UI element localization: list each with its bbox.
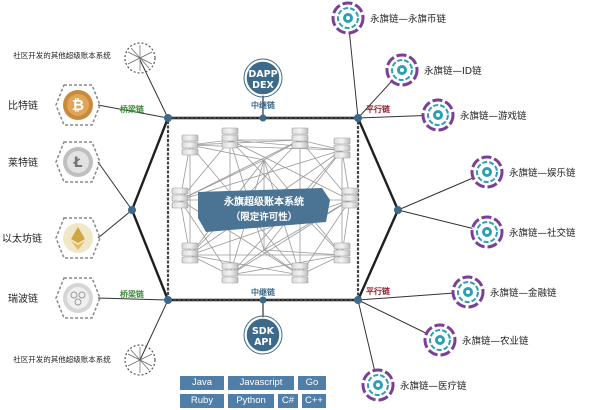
vertex-dots (128, 114, 402, 304)
server-stack-icon (221, 262, 239, 284)
server-stacks (171, 127, 359, 284)
left-links (97, 59, 169, 361)
chain-node-icon (421, 98, 455, 132)
chain-node-icon (451, 275, 485, 309)
right-chain-nodes (331, 1, 504, 402)
parallel-bottom-label: 平行链 (366, 286, 391, 296)
server-stack-icon (291, 127, 309, 149)
chain-node-icon (361, 368, 395, 402)
community-gear-top-icon (124, 42, 156, 74)
bridge-bottom-label: 桥梁链 (120, 289, 145, 299)
bottom-hub-line2: API (254, 337, 272, 348)
left-chain-label: 瑞波链 (8, 292, 38, 305)
right-chain-label: 永旗链—农业链 (462, 335, 529, 347)
left-chain-label: 莱特链 (8, 156, 38, 169)
right-chain-label: 永旗链—社交链 (509, 227, 576, 239)
right-chain-label: 永旗链—游戏链 (460, 110, 527, 122)
server-stack-icon (291, 262, 309, 284)
ripple-node-icon (55, 277, 101, 319)
left-chain-label: 比特链 (8, 99, 38, 112)
right-links (347, 17, 488, 386)
lang-java: Java (180, 376, 224, 390)
bridge-top-label: 桥梁链 (120, 104, 145, 114)
server-stack-icon (221, 127, 239, 149)
chain-node-icon (470, 215, 504, 249)
relay-top-label: 中继链 (251, 100, 276, 110)
right-chain-label: 永旗链—永旗币链 (370, 13, 447, 25)
chain-node-icon (423, 323, 457, 357)
bitcoin-node-icon: ₿ (55, 84, 101, 126)
community-bottom-label: 社区开发的其他超级账本系统 (13, 354, 111, 364)
right-chain-label: 永旗链—娱乐链 (509, 167, 576, 179)
server-stack-icon (333, 242, 351, 264)
server-stack-icon (333, 137, 351, 159)
server-stack-icon (181, 134, 199, 156)
ethereum-node-icon (55, 217, 101, 259)
top-hub-line2: DEX (252, 80, 274, 91)
right-chain-label: 永旗链—ID链 (424, 65, 482, 77)
litecoin-node-icon: Ł (55, 141, 101, 183)
left-chain-label: 以太坊链 (2, 232, 42, 245)
lang-ruby: Ruby (180, 394, 224, 408)
community-top-label: 社区开发的其他超级账本系统 (13, 50, 111, 60)
dapp-dex-hub (243, 58, 283, 98)
right-chain-label: 永旗链—医疗链 (400, 380, 467, 392)
lang-javascript: Javascript (228, 376, 294, 390)
center-banner (198, 188, 330, 232)
community-gear-bottom-icon (124, 344, 156, 376)
right-chain-labels: 永旗链—永旗币链永旗链—ID链永旗链—游戏链永旗链—娱乐链永旗链—社交链永旗链—… (370, 13, 576, 392)
center-subtitle: （限定许可性） (231, 211, 298, 223)
server-stack-icon (341, 187, 359, 209)
server-stack-icon (171, 187, 189, 209)
lang-go: Go (298, 376, 326, 390)
svg-text:₿: ₿ (72, 96, 84, 114)
center-title: 永旗超级账本系统 (223, 195, 304, 208)
parallel-top-label: 平行链 (366, 104, 391, 114)
lang-csharp: C# (278, 394, 298, 408)
right-chain-label: 永旗链—金融链 (490, 287, 557, 299)
bottom-hub-line1: SDK (252, 326, 275, 337)
relay-bottom-label: 中继链 (251, 287, 276, 297)
chain-node-icon (331, 1, 365, 35)
chain-node-icon (385, 53, 419, 87)
svg-text:Ł: Ł (73, 155, 83, 171)
chain-node-icon (470, 155, 504, 189)
lang-cpp: C++ (302, 394, 326, 408)
server-stack-icon (181, 242, 199, 264)
sdk-api-hub (243, 315, 283, 355)
lang-python: Python (228, 394, 274, 408)
top-hub-line1: DAPP (248, 69, 277, 80)
